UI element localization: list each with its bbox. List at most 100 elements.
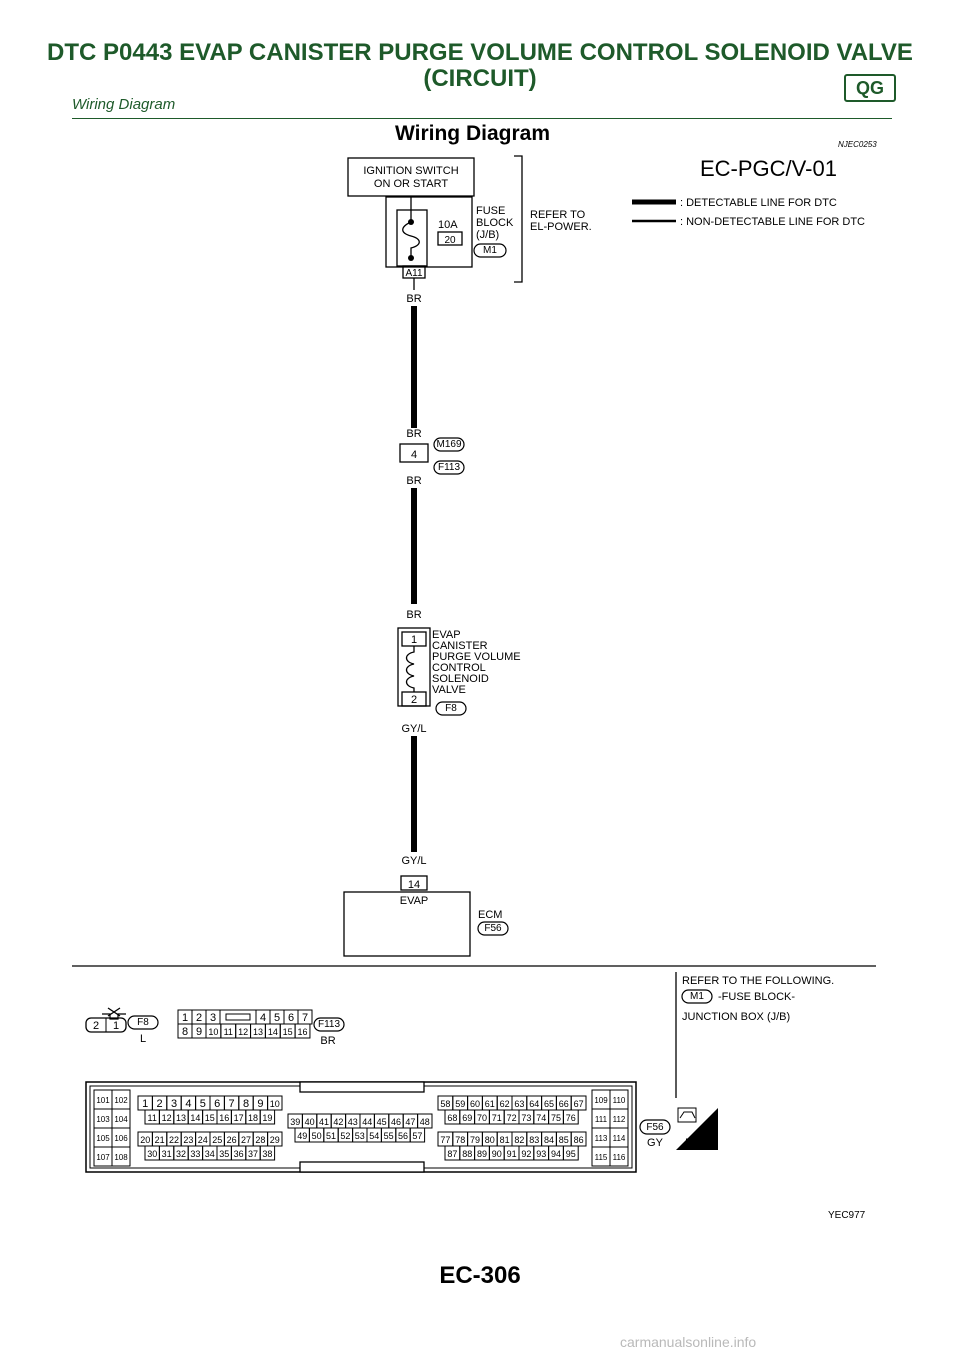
ignition-switch-label-2: ON OR START [374,178,448,190]
f56-pin-44: 44 [362,1117,372,1127]
f56-pin-78: 78 [455,1135,465,1145]
f113-pin-4: 4 [260,1012,266,1024]
f56-pin-113: 113 [595,1134,608,1143]
joint-connector-m169-badge [433,437,465,452]
f8-connector-latch [102,1013,126,1020]
hs-car-roof [679,1111,696,1119]
valve-label-5: SOLENOID [432,673,489,685]
f56-pin-88: 88 [462,1149,472,1159]
joint-connector-box [399,443,429,463]
fuse-terminal: A11 [405,268,422,279]
f56-pin-31: 31 [162,1149,172,1159]
f56-pin-35: 35 [219,1149,229,1159]
f56-pin-109: 109 [594,1096,608,1105]
f113-pin-14: 14 [268,1027,278,1037]
ecm-box [343,891,471,957]
f56-pin-49: 49 [297,1131,307,1141]
f56-bottom-latch [299,1161,425,1173]
f56-pin-9: 9 [257,1098,263,1110]
ref-connector-badge [681,989,713,1004]
f56-pin-77: 77 [440,1135,450,1145]
f113-color: BR [320,1035,335,1047]
f56-pin-3: 3 [171,1098,177,1110]
f8-connector-lock-icon [107,1007,121,1017]
refer-following-label: REFER TO THE FOLLOWING. [682,975,834,987]
f56-pin-68: 68 [447,1113,457,1123]
f113-pin-10: 10 [208,1027,218,1037]
f113-pin-7: 7 [302,1012,308,1024]
ecm-connector-badge-label: F56 [484,923,502,934]
f56-pin-10: 10 [270,1099,280,1109]
fuse-block-label-3: (J/B) [476,229,499,241]
valve-terminal-2: 2 [411,694,417,706]
section-title: Wiring Diagram [395,122,550,145]
f56-pin-14: 14 [190,1113,200,1123]
f56-pin-cell [609,1146,629,1167]
wire-color-br-4: BR [406,609,421,621]
f56-pin-25: 25 [212,1135,222,1145]
f56-pin-70: 70 [477,1113,487,1123]
f56-pin-17: 17 [234,1113,244,1123]
f56-pin-13: 13 [176,1113,186,1123]
f56-pin-cell [259,1109,276,1125]
f56-pin-4: 4 [185,1098,191,1110]
ecm-terminal-box [400,875,428,891]
f113-connector-badge [313,1017,345,1032]
f56-pin-28: 28 [255,1135,265,1145]
f113-connector-badge-label: F113 [318,1019,340,1030]
f113-pin-11: 11 [224,1027,233,1037]
refer-power-label-1: REFER TO [530,209,586,221]
f56-pin-43: 43 [348,1117,358,1127]
valve-label-1: EVAP [432,629,461,641]
f56-pin-57: 57 [412,1131,422,1141]
refer-bracket [514,155,523,283]
f56-pin-38: 38 [262,1149,272,1159]
ecm-label: ECM [478,909,502,921]
f56-pin-60: 60 [470,1099,480,1109]
valve-label-3: PURGE VOLUME [432,651,521,663]
f56-pin-103: 103 [96,1115,110,1124]
f56-pin-51: 51 [326,1131,336,1141]
f56-pin-83: 83 [529,1135,539,1145]
f56-pin-63: 63 [514,1099,524,1109]
f56-pin-108: 108 [114,1153,128,1162]
f56-pin-7: 7 [229,1098,235,1110]
valve-coil-symbol [405,646,415,692]
page-title-line-2: (CIRCUIT) [423,65,537,92]
f113-pin-5: 5 [274,1012,280,1024]
f56-pin-30: 30 [147,1149,157,1159]
f56-pin-64: 64 [529,1099,539,1109]
f113-pin-2: 2 [196,1012,202,1024]
f56-pin-72: 72 [507,1113,517,1123]
f56-pin-106: 106 [114,1134,128,1143]
f56-pin-39: 39 [290,1117,300,1127]
f56-pin-110: 110 [613,1096,626,1105]
engine-badge: QG [844,74,896,102]
fuse-block-label-1: FUSE [476,205,505,217]
fuse-number: 20 [444,235,456,246]
f56-pin-18: 18 [248,1113,258,1123]
f56-pin-105: 105 [96,1134,110,1143]
f56-pin-116: 116 [613,1153,626,1162]
f56-pin-66: 66 [559,1099,569,1109]
f56-pin-52: 52 [340,1131,350,1141]
f56-pin-2: 2 [157,1098,163,1110]
f56-color: GY [647,1137,664,1149]
section-code: NJEC0253 [838,140,877,149]
f56-pin-22: 22 [169,1135,179,1145]
f56-pin-5: 5 [200,1098,206,1110]
joint-terminal: 4 [411,449,417,461]
f56-pin-40: 40 [305,1117,315,1127]
ref-connector-badge-label: M1 [690,991,704,1002]
f56-pin-21: 21 [155,1135,165,1145]
f56-pin-cell [562,1145,579,1161]
hs-label: H.S. [685,1137,706,1149]
f8-connector-badge-label: F8 [137,1017,149,1028]
fuse-number-box [437,231,463,246]
fuse-node-bottom [408,255,414,261]
legend-detectable-label: : DETECTABLE LINE FOR DTC [680,197,837,209]
f56-pin-76: 76 [566,1113,576,1123]
f56-pin-33: 33 [190,1149,200,1159]
f56-pin-89: 89 [477,1149,487,1159]
